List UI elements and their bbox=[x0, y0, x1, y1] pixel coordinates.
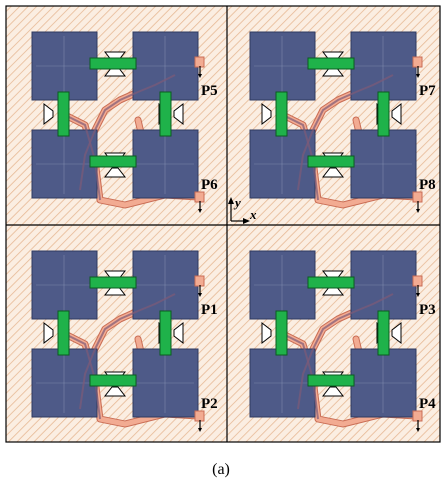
feed-line-overlay bbox=[79, 91, 139, 191]
switch-horizontal bbox=[89, 276, 137, 289]
port-connector bbox=[194, 191, 205, 203]
port-pointer-head bbox=[416, 428, 420, 432]
switch-vertical bbox=[159, 310, 172, 356]
port-label-p5: P5 bbox=[201, 83, 218, 99]
port-connector bbox=[412, 275, 423, 287]
switch-horizontal bbox=[307, 57, 355, 70]
port-label-p7: P7 bbox=[419, 83, 436, 99]
switch-horizontal bbox=[89, 155, 137, 168]
port-pointer-head bbox=[198, 209, 202, 213]
feed-line-overlay bbox=[297, 91, 357, 191]
port-connector bbox=[412, 56, 423, 68]
feed-line-overlay bbox=[355, 74, 394, 93]
feed-line-overlay bbox=[355, 293, 394, 312]
port-label-p3: P3 bbox=[419, 302, 436, 318]
switch-vertical bbox=[159, 91, 172, 137]
port-connector bbox=[194, 275, 205, 287]
cell-grid bbox=[5, 5, 441, 443]
switch-horizontal bbox=[89, 57, 137, 70]
port-pointer-head bbox=[416, 74, 420, 78]
port-connector bbox=[194, 410, 205, 422]
port-pointer-head bbox=[416, 293, 420, 297]
switch-vertical bbox=[275, 310, 288, 356]
port-label-p1: P1 bbox=[201, 302, 218, 318]
switch-vertical bbox=[275, 91, 288, 137]
port-label-p4: P4 bbox=[419, 396, 436, 412]
port-connector bbox=[412, 191, 423, 203]
port-pointer-head bbox=[198, 293, 202, 297]
switch-vertical bbox=[57, 91, 70, 137]
figure-caption: (a) bbox=[212, 461, 230, 478]
feed-line-overlay bbox=[79, 310, 139, 410]
feed-line-overlay bbox=[297, 310, 357, 410]
port-label-p2: P2 bbox=[201, 396, 218, 412]
port-label-p6: P6 bbox=[201, 177, 218, 193]
switch-horizontal bbox=[307, 155, 355, 168]
switch-vertical bbox=[377, 310, 390, 356]
feed-line-overlay bbox=[137, 293, 176, 312]
switch-vertical bbox=[377, 91, 390, 137]
port-connector bbox=[194, 56, 205, 68]
port-pointer-head bbox=[416, 209, 420, 213]
switch-horizontal bbox=[307, 276, 355, 289]
feed-line-overlay bbox=[137, 74, 176, 93]
switch-horizontal bbox=[307, 374, 355, 387]
axis-label-x: x bbox=[249, 207, 257, 222]
switch-vertical bbox=[57, 310, 70, 356]
coordinate-axes: y x bbox=[228, 195, 257, 224]
port-label-p8: P8 bbox=[419, 177, 436, 193]
port-pointer-head bbox=[198, 74, 202, 78]
port-connector bbox=[412, 410, 423, 422]
switch-horizontal bbox=[89, 374, 137, 387]
axis-label-y: y bbox=[233, 195, 241, 210]
port-pointer-head bbox=[198, 428, 202, 432]
